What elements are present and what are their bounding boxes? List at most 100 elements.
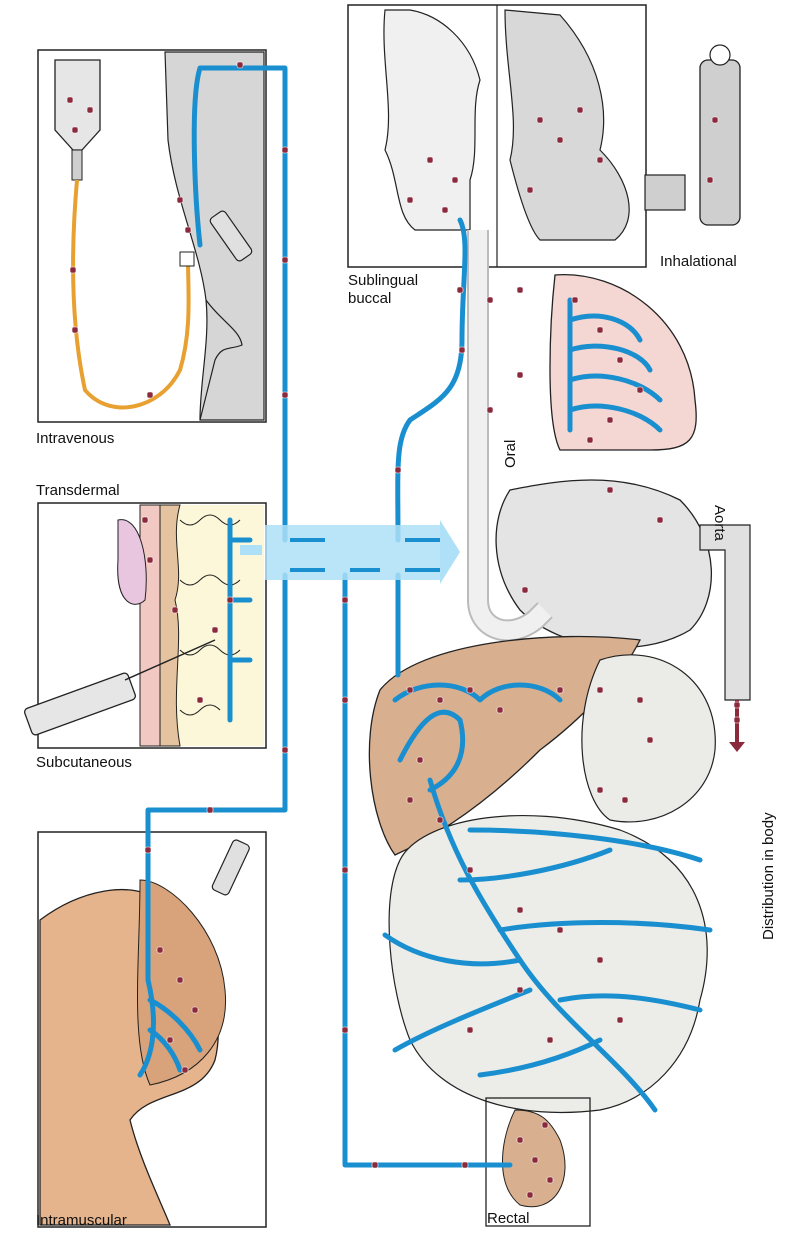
drug-particle	[522, 587, 528, 593]
label-distribution: Distribution in body	[760, 812, 777, 940]
drug-particle	[212, 627, 218, 633]
drug-particle	[467, 687, 473, 693]
drug-particle	[622, 797, 628, 803]
drug-particle	[734, 717, 740, 723]
drug-particle	[142, 517, 148, 523]
drug-particle	[177, 977, 183, 983]
drug-particle	[607, 487, 613, 493]
drug-particle	[407, 797, 413, 803]
drug-particle	[185, 227, 191, 233]
drug-particle	[497, 707, 503, 713]
iv-drip-chamber	[72, 150, 82, 180]
drug-particle	[487, 407, 493, 413]
drug-particle	[597, 157, 603, 163]
drug-particle	[87, 107, 93, 113]
drug-particle	[282, 747, 288, 753]
drug-particle	[537, 117, 543, 123]
drug-particle	[407, 687, 413, 693]
drug-particle	[407, 197, 413, 203]
drug-particle	[167, 1037, 173, 1043]
label-rectal: Rectal	[487, 1210, 530, 1227]
drug-particle	[72, 127, 78, 133]
drug-particle	[637, 387, 643, 393]
drug-particle	[707, 177, 713, 183]
drug-particle	[282, 392, 288, 398]
drug-particle	[617, 1017, 623, 1023]
drug-particle	[437, 697, 443, 703]
drug-particle	[72, 327, 78, 333]
drug-particle	[577, 107, 583, 113]
drug-particle	[572, 297, 578, 303]
drug-particle	[459, 347, 465, 353]
drug-particle	[342, 697, 348, 703]
drug-particle	[395, 467, 401, 473]
iv-bag	[55, 60, 100, 150]
drug-particle	[532, 1157, 538, 1163]
label-sublingual-line2: buccal	[348, 290, 391, 307]
drug-particle	[372, 1162, 378, 1168]
drug-particle	[517, 287, 523, 293]
drug-particle	[157, 947, 163, 953]
drug-particle	[657, 517, 663, 523]
tank-valve	[710, 45, 730, 65]
drug-particle	[467, 867, 473, 873]
drug-particle	[557, 927, 563, 933]
absorption-arrow-head	[440, 520, 460, 584]
drug-particle	[437, 817, 443, 823]
drug-particle	[417, 757, 423, 763]
drug-particle	[342, 1027, 348, 1033]
label-oral: Oral	[502, 440, 519, 468]
drug-particle	[607, 417, 613, 423]
drug-particle	[517, 907, 523, 913]
drug-particle	[547, 1177, 553, 1183]
drug-particle	[557, 137, 563, 143]
drug-particle	[147, 392, 153, 398]
drug-particle	[197, 697, 203, 703]
label-aorta: Aorta	[711, 505, 728, 541]
drug-particle	[597, 787, 603, 793]
intestines	[389, 816, 707, 1113]
label-transdermal: Transdermal	[36, 482, 120, 499]
drug-particle	[517, 372, 523, 378]
drug-particle	[145, 847, 151, 853]
head-panel	[348, 5, 740, 267]
drug-particle	[282, 147, 288, 153]
drug-particle	[192, 1007, 198, 1013]
drug-particle	[442, 207, 448, 213]
drug-particle	[237, 62, 243, 68]
label-subcutaneous: Subcutaneous	[36, 754, 132, 771]
drug-particle	[557, 687, 563, 693]
drug-particle	[597, 327, 603, 333]
drug-particle	[457, 287, 463, 293]
drug-particle	[427, 157, 433, 163]
epidermis-layer	[140, 505, 160, 746]
drug-particle	[617, 357, 623, 363]
drug-particle	[712, 117, 718, 123]
label-intravenous: Intravenous	[36, 430, 114, 447]
drug-particle	[637, 697, 643, 703]
vessel-sublingual	[398, 220, 465, 540]
drug-particle	[342, 867, 348, 873]
drug-particle	[70, 267, 76, 273]
oxygen-tank	[700, 60, 740, 225]
drug-particle	[517, 1137, 523, 1143]
drug-particle	[342, 597, 348, 603]
drug-particle	[547, 1037, 553, 1043]
label-inhalational: Inhalational	[660, 253, 737, 270]
intravenous-panel	[38, 50, 266, 422]
label-sublingual-line1: Sublingual	[348, 272, 418, 289]
drug-particle	[527, 1192, 533, 1198]
drug-particle	[282, 257, 288, 263]
drug-particle	[67, 97, 73, 103]
drug-particle	[597, 687, 603, 693]
drug-particle	[207, 807, 213, 813]
drug-particle	[597, 957, 603, 963]
drug-particle	[182, 1067, 188, 1073]
label-intramuscular: Intramuscular	[36, 1212, 127, 1229]
drug-particle	[647, 737, 653, 743]
drug-particle	[462, 1162, 468, 1168]
iv-tape	[180, 252, 194, 266]
distribution-arrow	[729, 742, 745, 752]
